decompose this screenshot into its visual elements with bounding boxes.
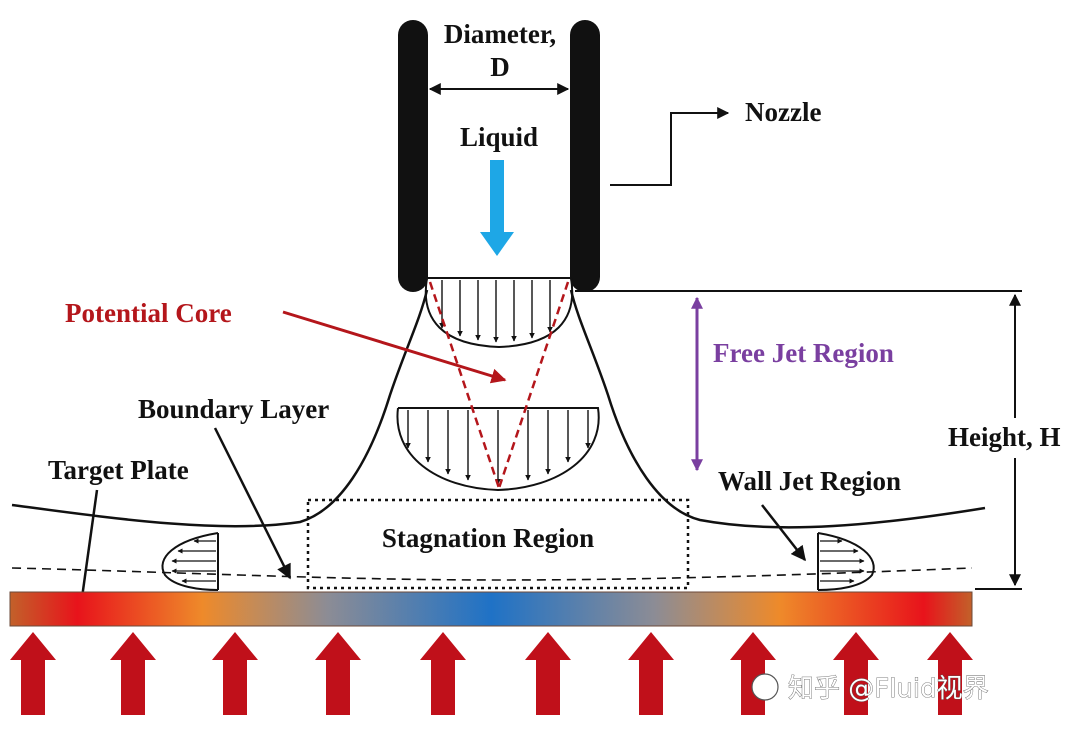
heat-arrow: [420, 632, 466, 715]
heat-arrow: [212, 632, 258, 715]
heat-arrow: [10, 632, 56, 715]
potential-core-pointer: [282, 310, 507, 384]
stagnation-region-label: Stagnation Region: [382, 523, 594, 553]
wall-jet-region-pointer: [761, 504, 806, 562]
heat-arrow: [730, 632, 776, 715]
watermark: 知乎 @Fluid视界: [751, 673, 989, 704]
heat-arrow: [927, 632, 973, 715]
stagnation-region-box: [306, 498, 690, 590]
wall-jet-region-label: Wall Jet Region: [718, 466, 901, 496]
heat-flux-arrows: [10, 632, 973, 715]
target-plate: [9, 591, 973, 627]
watermark-text: 知乎 @Fluid视界: [788, 674, 989, 704]
nozzle-left-wall: [398, 20, 428, 292]
wall-jet-profile-left: [161, 532, 219, 591]
velocity-profile-upper: [424, 277, 574, 349]
boundary-layer-pointer: [213, 427, 292, 580]
heat-arrow: [833, 632, 879, 715]
heat-arrow: [525, 632, 571, 715]
height-label: Height, H: [948, 422, 1061, 452]
potential-core-label: Potential Core: [65, 298, 232, 328]
target-plate-label: Target Plate: [48, 455, 189, 485]
nozzle-leader-line: [610, 107, 730, 186]
nozzle-label: Nozzle: [745, 97, 821, 127]
diameter-label-line2: D: [490, 52, 510, 82]
potential-core-boundary: [428, 281, 570, 489]
velocity-profile-lower: [396, 407, 600, 492]
jet-boundary-right: [569, 289, 986, 529]
wall-jet-profile-right: [817, 532, 875, 591]
liquid-flow-arrow: [480, 160, 514, 256]
nozzle-right-wall: [570, 20, 600, 292]
heat-arrow: [628, 632, 674, 715]
heat-arrow: [315, 632, 361, 715]
free-jet-region-label: Free Jet Region: [713, 338, 894, 368]
watermark-logo-icon: [751, 673, 779, 701]
boundary-layer-label: Boundary Layer: [138, 394, 329, 424]
boundary-layer-line: [11, 567, 973, 581]
heat-arrow: [110, 632, 156, 715]
liquid-label: Liquid: [460, 122, 538, 152]
diameter-label-line1: Diameter,: [444, 19, 556, 49]
